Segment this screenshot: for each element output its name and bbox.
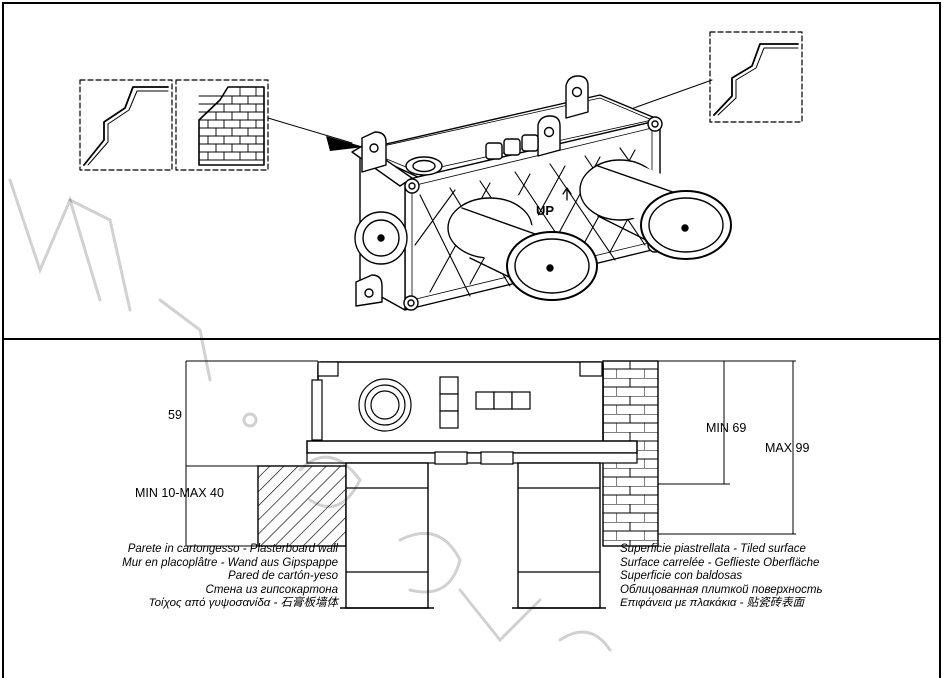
caption-line: Облицованная плиткой поверхность (620, 583, 823, 596)
caption-line: Parete in cartongesso - Plasterboard wal… (127, 543, 338, 555)
plasterboard-profile-inset (79, 79, 173, 171)
brick-profile-inset (175, 79, 269, 171)
right-outlet-cylinder (579, 159, 732, 260)
tiled-profile-inset (709, 31, 803, 123)
caption-line: Mur en placoplâtre - Wand aus Gipspappe (122, 556, 338, 569)
tiled-captions: Superficie piastrellata - Tiled surface … (620, 543, 920, 611)
dimension-max-99: MAX 99 (765, 441, 810, 455)
caption-line: Surface carrelée - Geflieste Oberfläche (620, 556, 820, 569)
up-mark: UP (536, 203, 555, 218)
dimension-plasterboard: MIN 10-MAX 40 (135, 486, 224, 500)
caption-line: Superficie con baldosas (620, 570, 743, 583)
plasterboard-section (257, 465, 347, 547)
section-view-drawing (185, 360, 796, 609)
left-outlet-cylinder (447, 195, 598, 301)
caption-line: Superficie piastrellata - Tiled surface (620, 543, 806, 555)
caption-line: Стена из гипсокартона (205, 583, 338, 596)
caption-line: Τοίχος από γυψοσανίδα - 石膏板墙体 (148, 597, 338, 610)
caption-line: Επιφάνεια με πλακάκια - 贴瓷砖表面 (620, 597, 805, 610)
plasterboard-captions: Parete in cartongesso - Plasterboard wal… (46, 543, 338, 611)
isometric-body-drawing (79, 31, 803, 311)
dimension-min-69: MIN 69 (706, 421, 747, 435)
caption-line: Pared de cartón-yeso (228, 570, 338, 583)
bottom-panel-frame (2, 338, 941, 678)
dimension-59: 59 (168, 408, 182, 422)
